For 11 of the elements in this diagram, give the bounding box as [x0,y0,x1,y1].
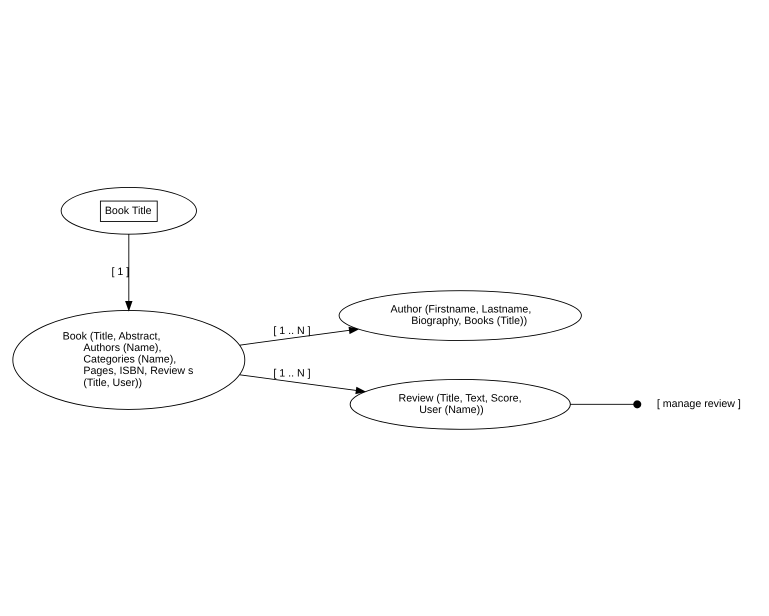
connector [570,400,642,408]
arrow [125,233,133,312]
node-ellipse: Author (Firstname, Lastname, Biography, Books (Title)) [338,290,582,340]
arrow [239,374,366,394]
node-ellipse: Book Title [60,186,197,234]
node-ellipse: Book (Title, Abstract, Authors (Name), Categories (Name), Pages, ISBN, Review s (Title, User)) [12,310,246,410]
edge-label: [ 1 .. N ] [273,366,311,379]
node-text: [ manage review ] [656,398,741,410]
node-ellipse: Review (Title, Text, Score, User (Name)) [350,378,571,430]
arrow [239,326,360,346]
edge-label: [ 1 ] [112,265,130,278]
